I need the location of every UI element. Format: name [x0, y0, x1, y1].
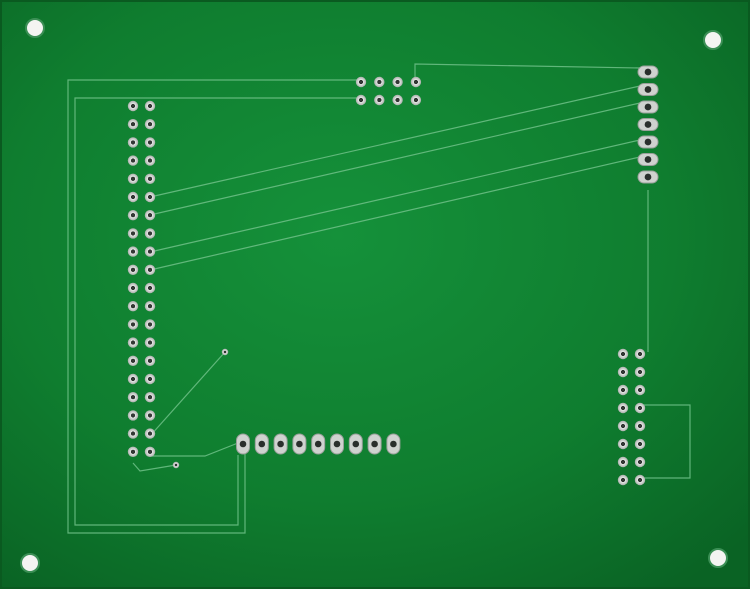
mounting-holes	[20, 18, 728, 573]
left-header-pad	[127, 428, 139, 439]
right-dual-header-pad	[617, 366, 629, 378]
left-header-pad	[127, 282, 139, 294]
left-header-pad	[127, 210, 139, 221]
left-header-pad	[127, 392, 139, 403]
right-header-pad-hole	[644, 138, 652, 146]
left-header-pad	[127, 355, 139, 366]
right-dual-header-pad	[617, 456, 629, 468]
left-header-pad	[127, 119, 139, 130]
copper-traces	[67, 63, 691, 534]
left-header-pad	[144, 246, 156, 257]
top-header-pad	[410, 94, 422, 106]
left-header-pad	[127, 246, 139, 257]
left-header-pad	[127, 264, 139, 275]
bottom-header-hole	[333, 440, 341, 448]
bottom-header-hole	[390, 440, 397, 448]
bottom-header-hole	[296, 440, 303, 448]
right-header-pad-hole	[644, 121, 652, 128]
left-header-pad	[127, 173, 139, 184]
top-header-pad	[374, 76, 385, 88]
left-header-pad	[127, 337, 139, 348]
bottom-header-hole	[314, 440, 322, 448]
right-dual-header-pad	[634, 348, 646, 360]
left-header-pad	[144, 410, 156, 421]
left-header-pad	[127, 301, 139, 312]
left-header-pad	[144, 282, 156, 294]
right-dual-header-pad	[634, 438, 646, 450]
right-dual-header-pad	[617, 348, 629, 360]
left-header-pad	[127, 137, 139, 148]
left-header-pad	[127, 373, 139, 385]
via	[221, 348, 229, 356]
left-header-pad	[144, 355, 156, 366]
left-header-pad	[144, 301, 156, 312]
right-dual-header-pad	[634, 420, 646, 432]
right-header-pad-hole	[644, 68, 652, 76]
left-header-pad	[127, 410, 139, 421]
right-dual-header-pad	[617, 402, 629, 414]
left-header-pad	[144, 319, 156, 330]
left-header-pad	[127, 155, 139, 166]
bottom-header-hole	[258, 440, 266, 448]
left-header-pad	[144, 392, 156, 403]
right-header-pad-hole	[644, 156, 652, 163]
left-header-pad	[144, 264, 156, 275]
left-header-pad	[127, 446, 139, 457]
top-header-pad	[374, 94, 385, 106]
bottom-header-hole	[352, 440, 360, 448]
left-header-pad	[144, 155, 156, 166]
top-header-pad	[392, 94, 403, 106]
left-header-pad	[144, 119, 156, 130]
left-header-pad	[144, 446, 156, 457]
top-header-pad	[355, 94, 367, 106]
top-header-pad	[410, 76, 422, 88]
left-header-pad	[144, 100, 156, 112]
left-header-pad	[127, 191, 139, 203]
left-header-pad	[144, 228, 156, 239]
left-header-pad	[144, 428, 156, 439]
right-header-pad-hole	[644, 173, 652, 181]
right-dual-header-pad	[634, 366, 646, 378]
right-dual-header-pad	[634, 402, 646, 414]
right-dual-header-pad	[634, 474, 646, 486]
left-header-pad	[127, 319, 139, 330]
left-header-pad	[144, 210, 156, 221]
left-header-pad	[144, 173, 156, 184]
through-hole-pads	[127, 65, 659, 486]
left-header-pad	[144, 137, 156, 148]
right-dual-header-pad	[634, 456, 646, 468]
right-dual-header-pad	[617, 474, 629, 486]
right-dual-header-pad	[634, 384, 646, 396]
bottom-header-hole	[277, 440, 284, 448]
top-header-pad	[355, 76, 367, 88]
right-dual-header-pad	[617, 438, 629, 450]
bottom-header-hole	[371, 440, 378, 448]
right-dual-header-pad	[617, 384, 629, 396]
left-header-pad	[144, 337, 156, 348]
bottom-header-hole	[239, 440, 247, 448]
left-header-pad	[127, 228, 139, 239]
via	[172, 461, 180, 469]
left-header-pad	[127, 100, 139, 112]
right-header-pad-hole	[644, 86, 652, 93]
right-header-pad-hole	[644, 103, 652, 111]
right-dual-header-pad	[617, 420, 629, 432]
left-header-pad	[144, 191, 156, 203]
top-header-pad	[392, 76, 403, 88]
left-header-pad	[144, 373, 156, 385]
